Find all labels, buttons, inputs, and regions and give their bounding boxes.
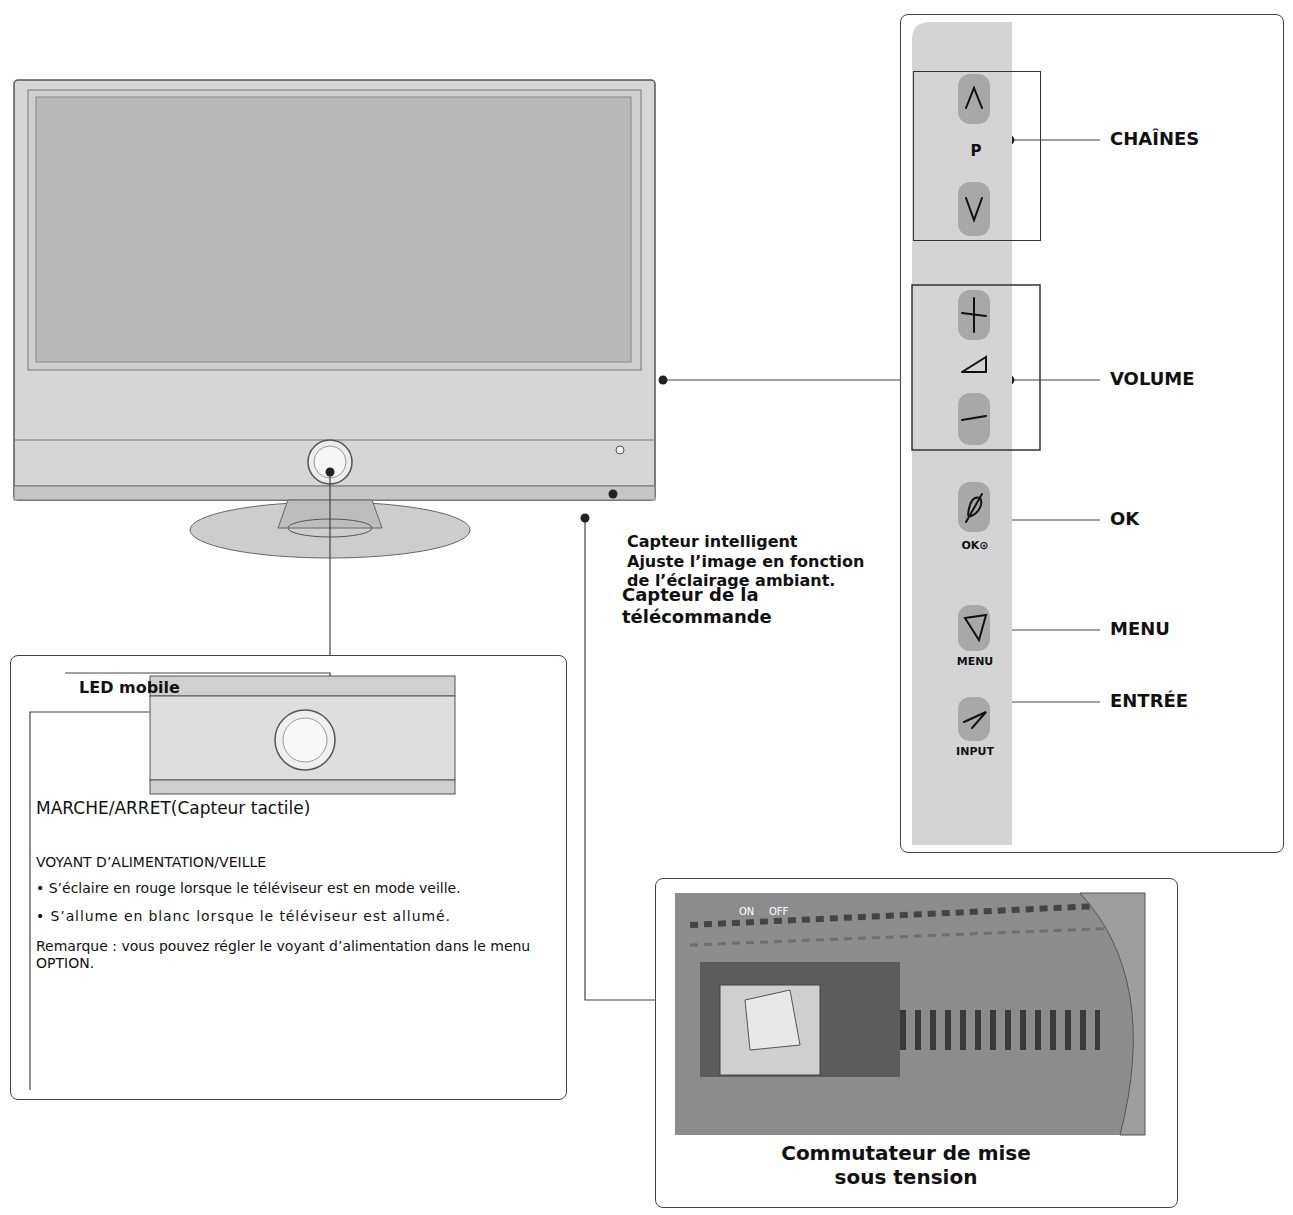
inset-led-illustration: [283, 718, 327, 762]
callout-box: OK⊙ MENU INPUT P: [900, 14, 1284, 853]
leader-dot: [326, 468, 335, 477]
button-glyph: [966, 88, 982, 108]
side-panel-strip: [912, 22, 1040, 845]
panel-button: [958, 697, 990, 741]
power-switch-photo: [745, 990, 800, 1050]
button-glyph: [966, 198, 982, 220]
button-glyph: [962, 313, 986, 316]
button-glyph: [962, 416, 986, 420]
button-glyph: [966, 494, 982, 522]
leader-dot: [326, 136, 1015, 707]
panel-button: [958, 182, 990, 236]
leader-dot: [609, 490, 618, 499]
inset-led-illustration: [150, 676, 455, 794]
part-label: OK: [1110, 508, 1270, 530]
button-glyph: [962, 88, 986, 728]
node-text: OFF: [769, 906, 803, 918]
leader-dot: [581, 514, 590, 523]
node-text: MARCHE/ARRET(Capteur tactile): [36, 798, 536, 818]
inset-led-illustration: [150, 696, 455, 780]
leader-line: [1010, 139, 1100, 140]
leader-dot: [659, 376, 668, 385]
part-label: Capteur de la télécommande: [622, 584, 872, 627]
panel-button: [958, 74, 990, 124]
panel-button: [958, 74, 990, 741]
part-label: MENU: [1110, 618, 1270, 640]
inset-led-illustration: [150, 780, 455, 794]
node-text: • S’éclaire en rouge lorsque le télévise…: [36, 880, 556, 897]
callout-box: ONOFF Commutateur de mise sous tension: [655, 878, 1178, 1208]
side-panel-strip: [912, 22, 1012, 845]
node-text: • S’allume en blanc lorsque le téléviseu…: [36, 908, 556, 925]
node-text: OK⊙: [945, 539, 1005, 552]
panel-button: [958, 605, 990, 651]
power-switch-photo: [690, 905, 1120, 925]
tv-front: [28, 90, 641, 370]
button-glyph: [962, 357, 986, 372]
button-glyph: [965, 615, 986, 640]
panel-button: [958, 290, 990, 340]
node-text: LED mobile: [79, 678, 199, 697]
inset-led-illustration: [275, 710, 335, 770]
button-glyph: [964, 712, 986, 728]
part-label: CHAÎNES: [1110, 128, 1270, 150]
power-switch-photo: [700, 962, 900, 1077]
callout-box: P: [913, 71, 1041, 241]
tv-front: [14, 486, 655, 500]
tv-front: [314, 446, 346, 478]
callout-box: LED mobileMARCHE/ARRET(Capteur tactile) V…: [10, 655, 567, 1100]
power-switch-photo: [675, 893, 1145, 1135]
node-text: Remarque : vous pouvez régler le voyant …: [36, 938, 541, 972]
power-switch-photo: [690, 928, 1120, 945]
node-text: INPUT: [945, 745, 1005, 758]
leader-line: [1000, 519, 1100, 520]
power-switch-photo: [1080, 893, 1145, 1135]
node-text: Commutateur de mise sous tension: [756, 1141, 1056, 1189]
node-text: P: [948, 142, 1004, 160]
panel-button: [958, 482, 990, 532]
part-label: ENTRÉE: [1110, 690, 1270, 712]
leader-line: [1010, 379, 1100, 380]
part-label: VOLUME: [1110, 368, 1270, 390]
node-text: ON: [739, 906, 769, 918]
node-text: VOYANT D’ALIMENTATION/VEILLE: [36, 854, 536, 871]
part-label: Capteur intelligent: [627, 532, 877, 551]
side-panel-strip: [912, 285, 1040, 450]
power-switch-photo: [900, 1010, 1100, 1050]
panel-button: [958, 393, 990, 445]
tv-front: [14, 80, 655, 500]
tv-front: [36, 97, 631, 362]
inset-led-illustration: [150, 676, 455, 696]
tv-front: [616, 446, 624, 454]
node-text: MENU: [945, 655, 1005, 668]
power-switch-photo: [675, 893, 1145, 1135]
power-switch-photo: [720, 985, 820, 1075]
leader-line: [663, 379, 900, 380]
tv-front: [14, 80, 655, 500]
leader-line: [329, 470, 330, 655]
